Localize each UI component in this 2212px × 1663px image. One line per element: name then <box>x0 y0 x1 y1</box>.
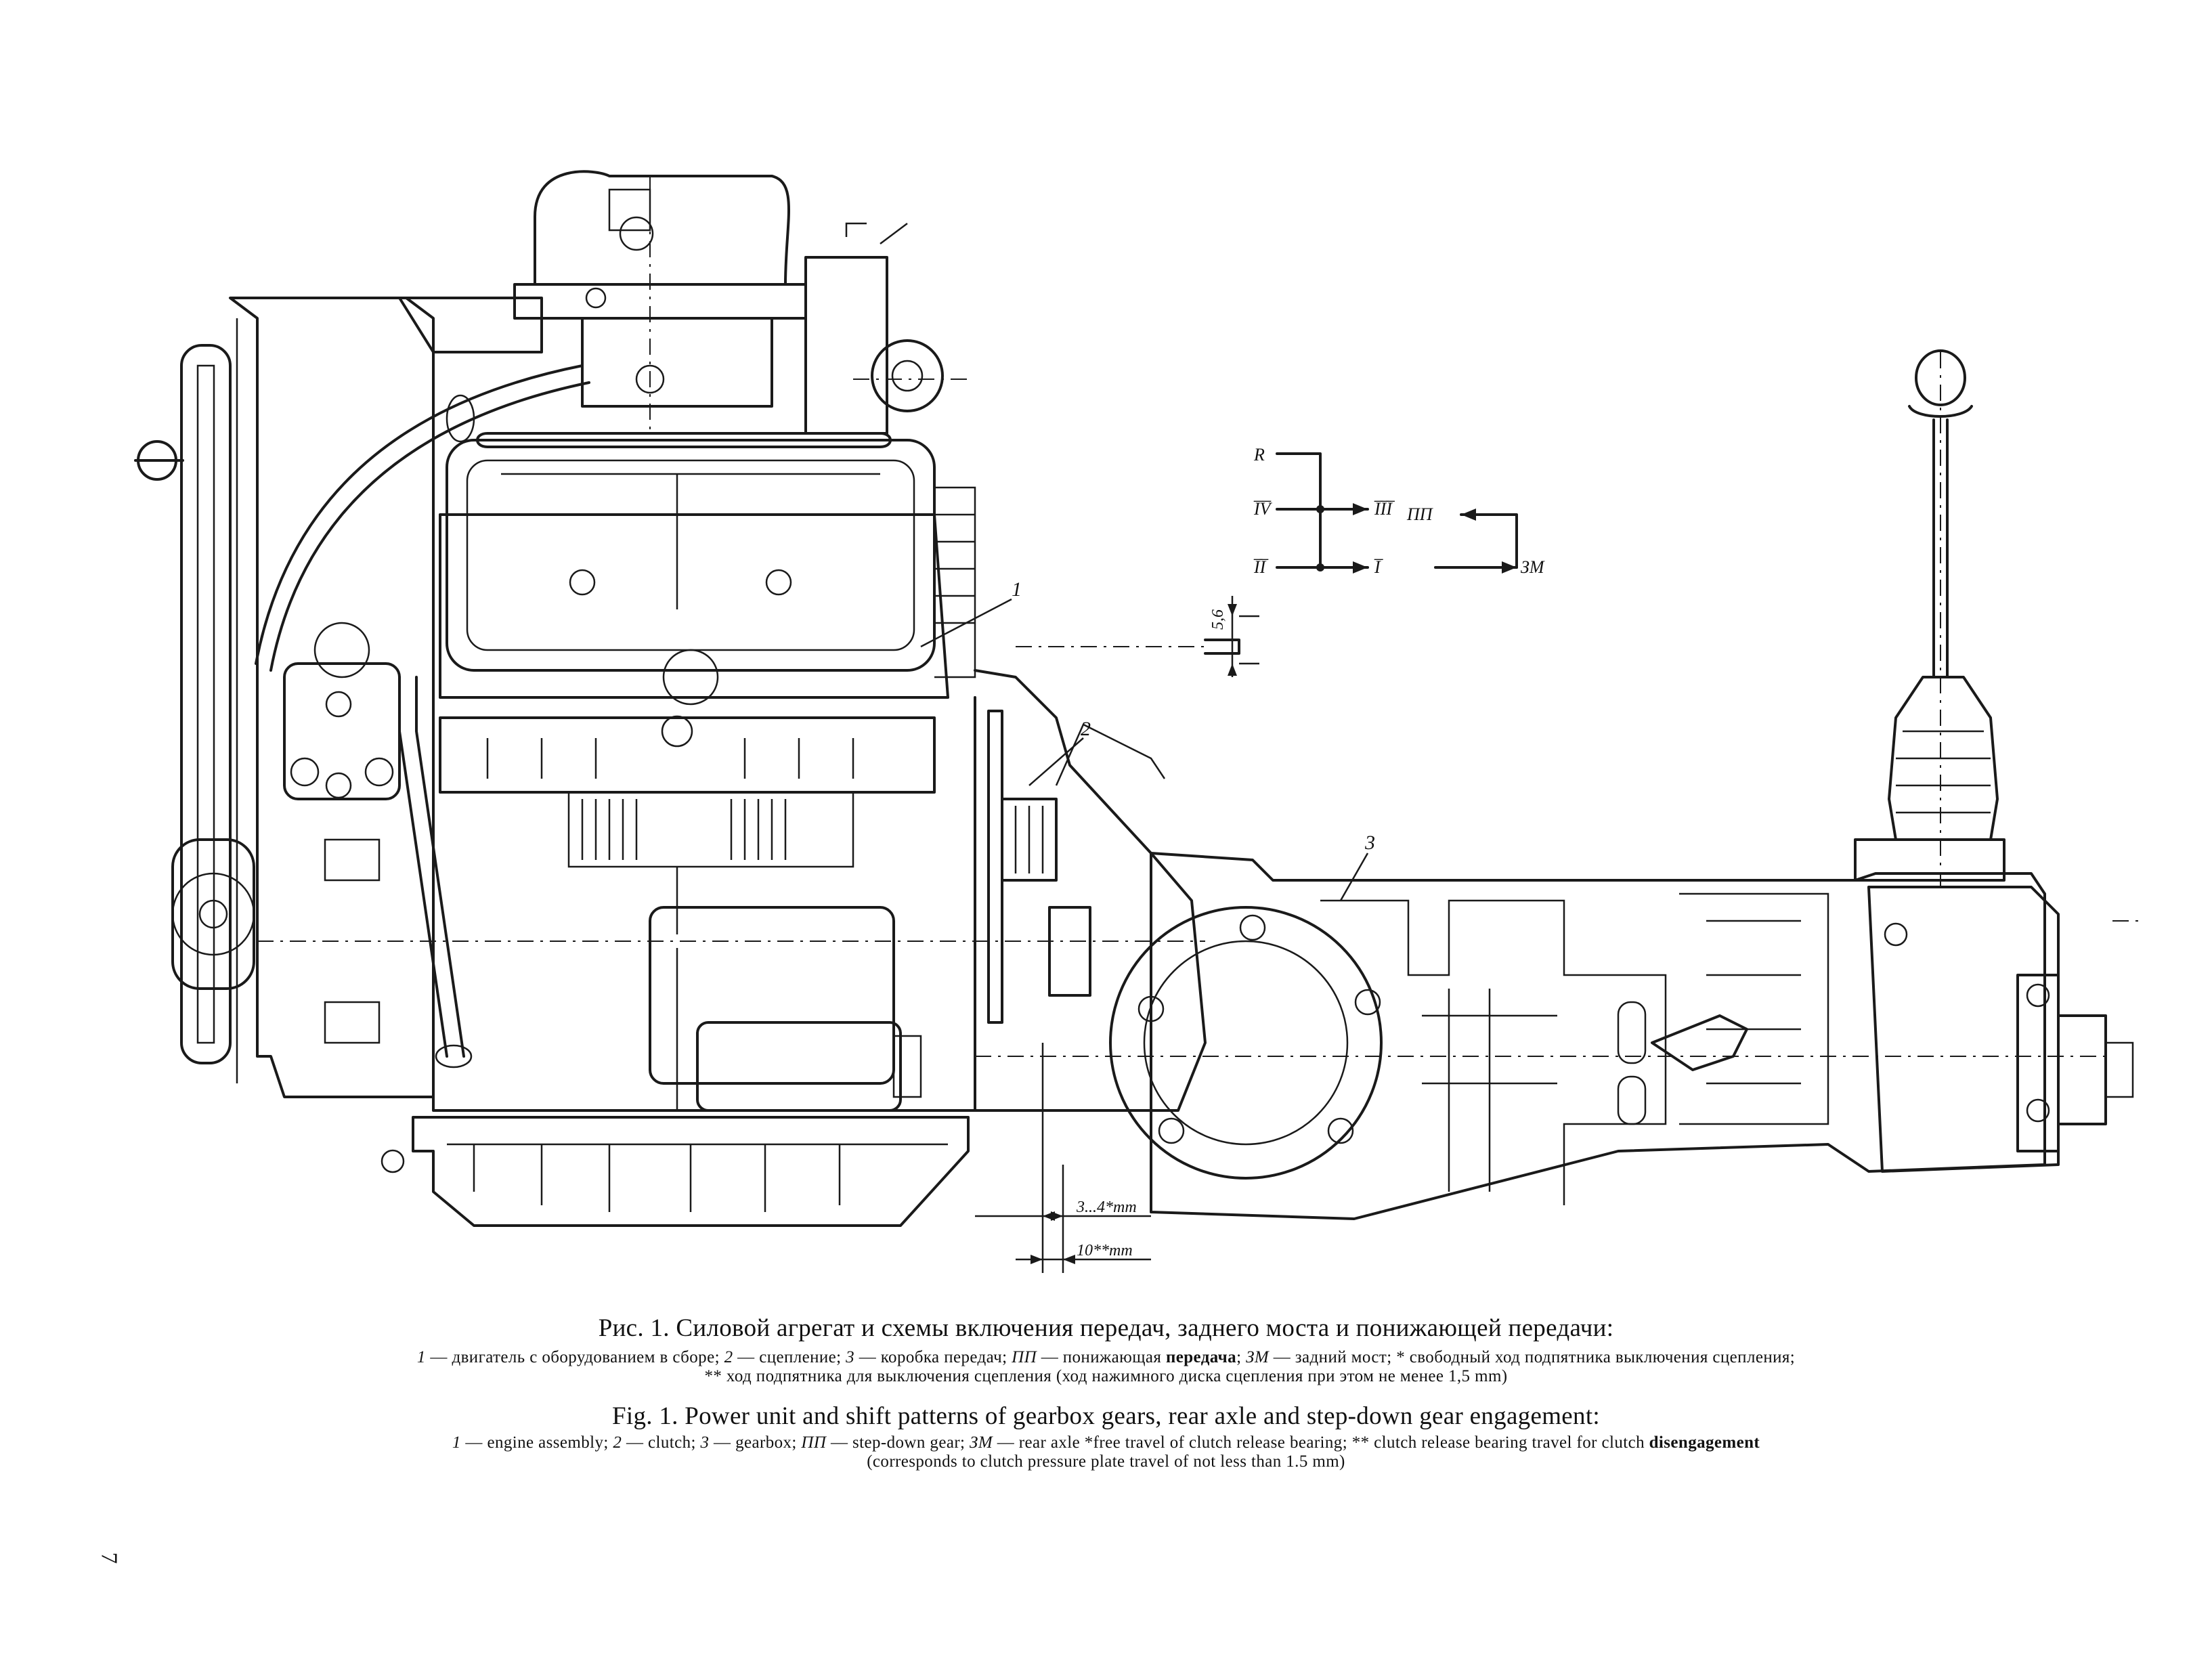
legend-item-number: 2 <box>613 1433 622 1452</box>
callout-3: 3 <box>1364 832 1375 854</box>
legend-item-number: 3 <box>846 1348 855 1366</box>
caption-title-ru: Рис. 1. Силовой агрегат и схемы включени… <box>598 1314 1614 1342</box>
dimension-3-4mm: 3...4*mm <box>1076 1198 1137 1216</box>
legend-item-text: — engine assembly; <box>460 1433 613 1452</box>
legend-item-text: — коробка передач; <box>854 1348 1012 1366</box>
gear-label-i: I̅ <box>1374 557 1383 577</box>
gear-shift-lever <box>1854 349 2005 894</box>
dimension-10mm: 10**mm <box>1077 1242 1133 1259</box>
legend-item-number: ЗМ <box>970 1433 993 1452</box>
gear-shift-pattern: R I̅V̅ I̅I̅I̅ I̅I̅ I̅ <box>1253 445 1395 577</box>
legend-item-text: ; <box>1236 1348 1246 1366</box>
gear-label-r: R <box>1253 445 1265 465</box>
legend-emphasis: передача <box>1165 1348 1237 1366</box>
legend-item-text: — сцепление; <box>733 1348 846 1366</box>
page-number: 7 <box>96 1552 122 1564</box>
legend-item-text: — понижающая <box>1037 1348 1166 1366</box>
release-fork-detail: 5,6 <box>1016 596 1259 677</box>
fuel-pump <box>804 222 968 435</box>
legend-item-text: — clutch; <box>622 1433 701 1452</box>
gear-label-ii: I̅I̅ <box>1253 557 1269 577</box>
legend-item-number: 1 <box>416 1348 426 1366</box>
legend-emphasis: disengagement <box>1649 1433 1760 1452</box>
callouts: 1 2 3 <box>920 578 1375 901</box>
gearbox-casing <box>975 852 2112 1220</box>
legend-item-text: — rear axle *free travel of clutch relea… <box>993 1433 1649 1452</box>
rear-extension <box>1867 886 2140 1173</box>
dimension-5-6: 5,6 <box>1209 609 1227 630</box>
legend-item-number: ПП <box>801 1433 827 1452</box>
carburettor <box>513 170 807 433</box>
callout-1: 1 <box>1012 578 1022 601</box>
legend-item-text: — step-down gear; <box>826 1433 970 1452</box>
legend-item-text: — двигатель с оборудованием в сборе; <box>425 1348 724 1366</box>
legend-item-number: 1 <box>452 1433 461 1452</box>
stepdown-label-pp: ПП <box>1406 504 1434 524</box>
legend-item-text: — задний мост; * свободный ход подпятник… <box>1269 1348 1796 1366</box>
callout-2: 2 <box>1081 718 1091 740</box>
oil-sump <box>381 1116 970 1227</box>
gear-label-iv: I̅V̅ <box>1253 499 1273 519</box>
gear-label-iii: I̅I̅I̅ <box>1374 499 1395 519</box>
oil-dipstick <box>398 676 473 1068</box>
caption-legend-en-line1: 1 — engine assembly; 2 — clutch; 3 — gea… <box>0 1433 2212 1452</box>
legend-item-text: — gearbox; <box>709 1433 802 1452</box>
legend-item-number: ЗМ <box>1246 1348 1270 1366</box>
caption-legend-ru-line1: 1 — двигатель с оборудованием в сборе; 2… <box>0 1348 2212 1367</box>
caption-legend-ru: 1 — двигатель с оборудованием в сборе; 2… <box>0 1348 2212 1386</box>
crankshaft-pulley <box>134 344 255 1064</box>
caption-legend-ru-line2: ** ход подпятника для выключения сцеплен… <box>704 1367 1508 1385</box>
caption-title-en: Fig. 1. Power unit and shift patterns of… <box>611 1402 1600 1430</box>
stepdown-pattern: ПП ЗМ <box>1406 504 1545 577</box>
oil-filter-housing <box>283 622 401 800</box>
starter-motor <box>649 906 922 1112</box>
legend-item-number: ПП <box>1012 1348 1037 1366</box>
stepdown-label-zm: ЗМ <box>1521 557 1545 577</box>
caption-legend-en-line2: (corresponds to clutch pressure plate tr… <box>867 1452 1345 1471</box>
power-unit-drawing: R I̅V̅ I̅I̅I̅ I̅I̅ I̅ ПП ЗМ 5,6 1 2 3 <box>134 170 2140 1273</box>
clutch-travel-dimensions: 3...4*mm 10**mm <box>975 1043 1151 1273</box>
caption-legend-en: 1 — engine assembly; 2 — clutch; 3 — gea… <box>0 1433 2212 1471</box>
legend-item-number: 3 <box>700 1433 710 1452</box>
breather-hose <box>255 364 590 672</box>
fan-housing <box>229 297 435 1098</box>
legend-item-number: 2 <box>724 1348 733 1366</box>
